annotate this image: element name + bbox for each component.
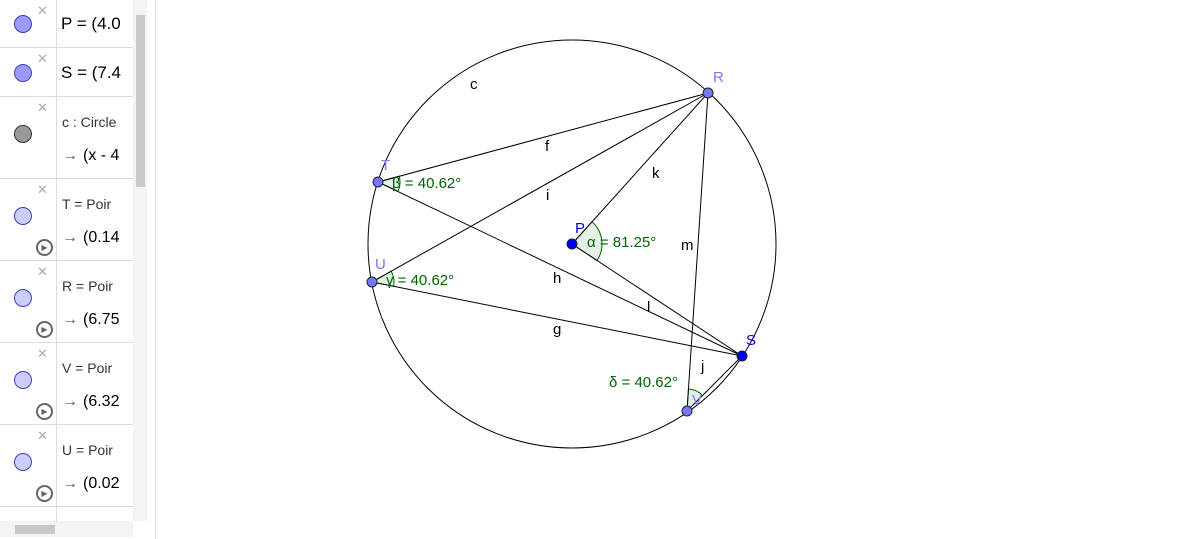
value: → (x - 4 (62, 147, 119, 165)
delete-icon[interactable]: ✕ (37, 264, 48, 279)
definition[interactable]: U = Poir (62, 442, 113, 458)
value-text: (6.32 (83, 393, 120, 410)
definition[interactable]: R = Poir (62, 278, 113, 294)
label-l: l (647, 299, 650, 316)
arrow-icon: → (62, 393, 78, 410)
label-point-P: P (575, 220, 585, 237)
visibility-toggle[interactable] (14, 15, 32, 33)
algebra-item-more[interactable] (0, 507, 133, 521)
segment-f[interactable] (377, 92, 709, 183)
separator (56, 0, 57, 47)
algebra-view: ✕ P = (4.0 ✕ S = (7.4 ✕ c : Circle → (x - 4 ✕ T =… (0, 0, 133, 521)
visibility-toggle[interactable] (14, 63, 32, 82)
definition[interactable]: P = (4.0 (61, 14, 121, 33)
visibility-toggle[interactable] (14, 125, 32, 143)
separator (56, 425, 57, 506)
label-point-V: V (692, 392, 702, 409)
label-h: h (553, 270, 561, 287)
definition[interactable]: V = Poir (62, 360, 113, 376)
delete-icon[interactable]: ✕ (37, 3, 48, 18)
label-delta: δ = 40.62° (609, 374, 678, 391)
value: → (6.32 (62, 393, 119, 411)
point-T[interactable] (372, 176, 384, 188)
segment-h[interactable] (377, 181, 743, 357)
visibility-toggle[interactable] (14, 289, 32, 307)
label-k: k (652, 165, 660, 182)
graphics-view[interactable]: c f i k h g l m j α = 81.25° β = 40.62° γ = 40.62° δ… (156, 0, 1188, 539)
label-i: i (546, 187, 549, 204)
value: → (0.02 (62, 475, 119, 493)
vertical-scroll-thumb[interactable] (136, 15, 145, 187)
value-text: (0.14 (83, 229, 120, 246)
view-divider[interactable] (155, 0, 156, 539)
play-icon[interactable]: ▶ (36, 403, 53, 420)
value-text: (0.02 (83, 475, 120, 492)
algebra-item-4[interactable]: ✕ R = Poir → (6.75 ▶ (0, 261, 133, 343)
separator (56, 48, 57, 96)
algebra-item-2[interactable]: ✕ c : Circle → (x - 4 (0, 97, 133, 179)
delete-icon[interactable]: ✕ (37, 428, 48, 443)
label-j: j (700, 358, 704, 375)
label-m: m (681, 237, 694, 254)
label-c: c (470, 76, 478, 93)
value: → (6.75 (62, 311, 119, 329)
delete-icon[interactable]: ✕ (37, 51, 48, 66)
label-g: g (553, 321, 561, 338)
arrow-icon: → (62, 147, 78, 164)
delete-icon[interactable]: ✕ (37, 182, 48, 197)
label-point-S: S (746, 332, 756, 349)
separator (56, 97, 57, 178)
segment-m[interactable] (686, 92, 709, 412)
play-icon[interactable]: ▶ (36, 321, 53, 338)
play-icon[interactable]: ▶ (36, 239, 53, 256)
point-P[interactable] (566, 238, 578, 250)
segment-g[interactable] (371, 281, 743, 357)
algebra-item-1[interactable]: ✕ S = (7.4 (0, 48, 133, 97)
label-point-T: T (381, 157, 390, 174)
delete-icon[interactable]: ✕ (37, 100, 48, 115)
label-beta: β = 40.62° (392, 175, 461, 192)
label-point-R: R (713, 69, 724, 86)
point-R[interactable] (702, 87, 714, 99)
point-V[interactable] (681, 405, 693, 417)
value-text: (x - 4 (83, 147, 120, 164)
segment-k[interactable] (571, 92, 709, 245)
segment-j[interactable] (686, 355, 743, 412)
label-point-U: U (375, 256, 386, 273)
point-U[interactable] (366, 276, 378, 288)
circle-c[interactable] (367, 39, 777, 449)
separator (56, 343, 57, 424)
segment-i[interactable] (371, 92, 709, 283)
definition[interactable]: c : Circle (62, 114, 117, 130)
label-f: f (545, 138, 550, 155)
play-icon[interactable]: ▶ (36, 485, 53, 502)
arrow-icon: → (62, 475, 78, 492)
separator (56, 179, 57, 260)
visibility-toggle[interactable] (14, 207, 32, 225)
algebra-item-3[interactable]: ✕ T = Poir → (0.14 ▶ (0, 179, 133, 261)
arrow-icon: → (62, 229, 78, 246)
segment-l[interactable] (571, 243, 743, 357)
point-S[interactable] (736, 350, 748, 362)
horizontal-scroll-thumb[interactable] (15, 525, 55, 534)
separator (56, 261, 57, 342)
label-alpha: α = 81.25° (587, 234, 656, 251)
definition[interactable]: T = Poir (62, 196, 112, 212)
definition[interactable]: S = (7.4 (61, 62, 122, 82)
delete-icon[interactable]: ✕ (37, 346, 48, 361)
angle-alpha[interactable] (571, 221, 603, 262)
algebra-item-0[interactable]: ✕ P = (4.0 (0, 0, 133, 48)
visibility-toggle[interactable] (14, 371, 32, 389)
algebra-item-6[interactable]: ✕ U = Poir → (0.02 ▶ (0, 425, 133, 507)
separator (56, 507, 57, 521)
value: → (0.14 (62, 229, 119, 247)
value-text: (6.75 (83, 311, 120, 328)
arrow-icon: → (62, 311, 78, 328)
algebra-item-5[interactable]: ✕ V = Poir → (6.32 ▶ (0, 343, 133, 425)
label-gamma: γ = 40.62° (386, 272, 454, 289)
visibility-toggle[interactable] (14, 453, 32, 471)
